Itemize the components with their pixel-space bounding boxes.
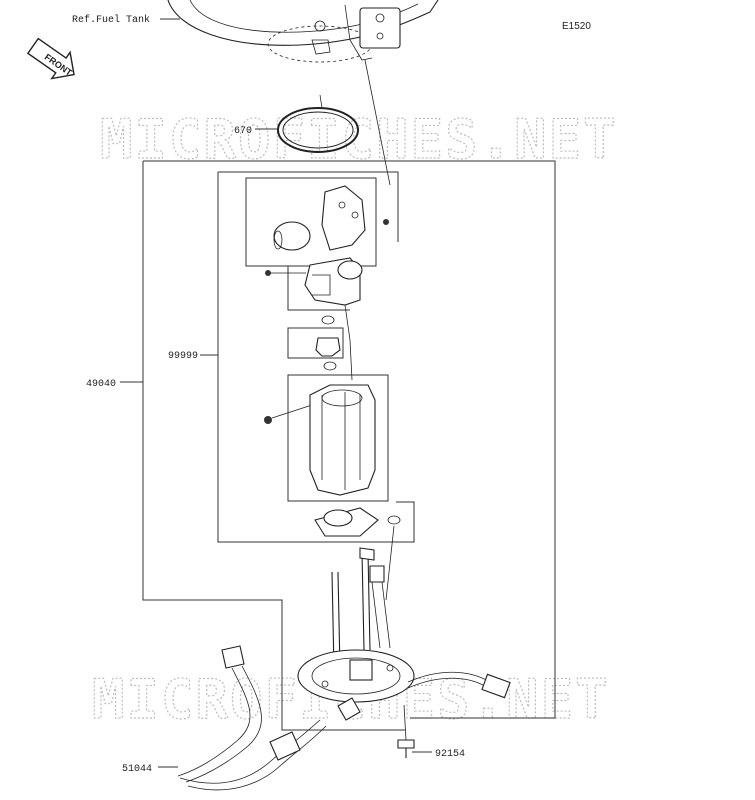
wire-connector <box>481 673 511 699</box>
watermark-top: MICROFICHES.NET <box>100 108 618 171</box>
fuel-filter <box>314 507 379 537</box>
label-99999: 99999 <box>168 351 198 362</box>
label-670: 670 <box>234 126 252 137</box>
fuel-hose-51044 <box>177 645 327 791</box>
bolt-92154 <box>397 704 415 758</box>
label-92154: 92154 <box>435 749 465 760</box>
label-ref-fuel-tank: Ref.Fuel Tank <box>72 14 150 26</box>
assembly-frame-49040 <box>158 160 556 719</box>
gasket-670 <box>277 107 359 153</box>
label-51044: 51044 <box>122 764 152 775</box>
fuel-tank-outline <box>167 0 439 63</box>
subassembly-frame-99999 <box>218 171 399 242</box>
front-arrow-icon: FRONT <box>26 37 75 80</box>
diagram-code: E1520 <box>562 21 591 32</box>
pressure-regulator <box>273 185 366 306</box>
pump-flange <box>297 547 415 703</box>
fuel-pump-body <box>264 384 376 496</box>
label-49040: 49040 <box>86 379 116 390</box>
